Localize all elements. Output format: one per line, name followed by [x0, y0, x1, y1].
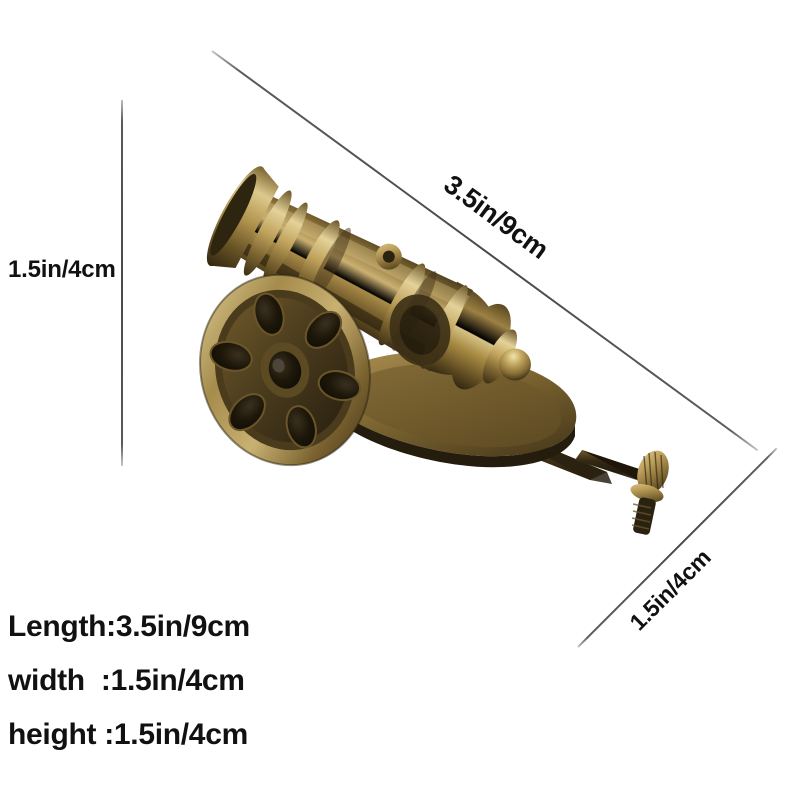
cannon-trunnion: [375, 243, 402, 270]
height-dimension-label: 1.5in/4cm: [8, 256, 116, 283]
cannon-wheel-rear: [389, 294, 451, 366]
cannon-wheel: [199, 273, 371, 467]
wheel-spoke-holes: [209, 292, 362, 449]
product-photo-cannon: [120, 80, 700, 580]
spec-length: Length:3.5in/9cm: [8, 610, 250, 643]
spec-width: width :1.5in/4cm: [8, 664, 245, 697]
height-dimension-line: [121, 100, 123, 466]
spec-height: height :1.5in/4cm: [8, 718, 248, 751]
specification-list: Length:3.5in/9cm width :1.5in/4cm height…: [8, 600, 428, 762]
cannon-muzzle: [206, 166, 308, 283]
